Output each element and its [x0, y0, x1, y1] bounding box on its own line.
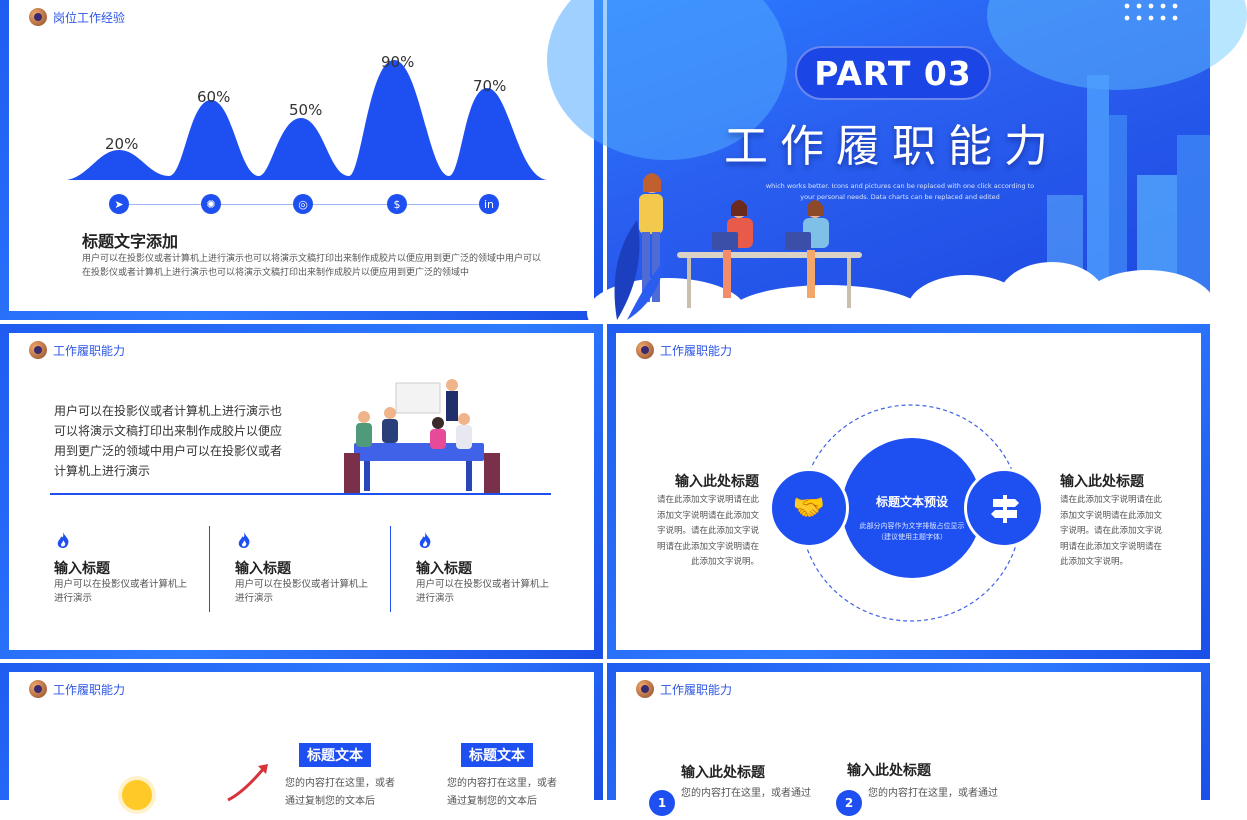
- dollar-icon: $: [387, 194, 407, 214]
- team-table-illustration: [344, 379, 500, 493]
- slide-canvas: 工作履职能力 标题文本预设 此部分内容作为文字排版占位显示 （建议使用主题字体）…: [616, 333, 1201, 650]
- tag-label: 标题文本: [299, 743, 371, 767]
- logo-icon: [29, 341, 47, 359]
- section-body: 用户可以在投影仪或者计算机上进行演示也可以将演示文稿打印出来制作成胶片以便应用到…: [82, 254, 542, 278]
- header-title: 岗位工作经验: [53, 10, 126, 25]
- slide-main-title: 工作履职能力: [724, 121, 1060, 172]
- compass-icon: ➤: [109, 194, 129, 214]
- header-title: 工作履职能力: [660, 343, 733, 358]
- item-text: 用户可以在投影仪或者计算机上进行演示: [54, 579, 188, 604]
- slide-ability-circle[interactable]: 工作履职能力 标题文本预设 此部分内容作为文字排版占位显示 （建议使用主题字体）…: [607, 324, 1210, 659]
- team-meeting-illustration: [639, 173, 862, 308]
- slide-title-part03[interactable]: PART 03 工作履职能力 which works better. Icons…: [547, 0, 1247, 350]
- tag-label: 标题文本: [461, 743, 533, 767]
- section-heading: 标题文字添加: [82, 232, 179, 251]
- center-circle: [842, 438, 982, 578]
- slide-ability-tags[interactable]: 工作履职能力 标题文本 标题文本 您的内容打在这里，或者通过复制您的文本后 您的…: [0, 663, 603, 820]
- step-number-badge: 1: [649, 790, 675, 816]
- item-title: 输入标题: [235, 561, 291, 577]
- city-buildings: [1047, 75, 1210, 305]
- signpost-icon: [991, 495, 1019, 523]
- logo-icon: [29, 8, 47, 26]
- wave-chart: [67, 60, 547, 180]
- tag-text: 您的内容打在这里，或者通过复制您的文本后: [285, 778, 395, 807]
- left-title: 输入此处标题: [675, 474, 759, 490]
- intro-paragraph: 用户可以在投影仪或者计算机上进行演示也可以将演示文稿打印出来制作成胶片以便应用到…: [54, 404, 283, 478]
- target-icon: ◎: [293, 194, 313, 214]
- plant-decor: [614, 220, 665, 320]
- percent-label: 50%: [289, 101, 323, 119]
- center-text: 此部分内容作为文字排版占位显示 （建议使用主题字体）: [859, 522, 965, 541]
- percent-label: 20%: [105, 135, 139, 153]
- part-number-badge: PART 03: [795, 46, 991, 100]
- handshake-icon: 🤝: [792, 493, 826, 523]
- slide-canvas: 岗位工作经验 20% 60% 50% 90% 70% ➤ ✺ ◎ $ in 标题…: [9, 0, 594, 311]
- right-text: 请在此添加文字说明请在此添加文字说明请在此添加文字说明。请在此添加文字说明请在此…: [1060, 495, 1163, 568]
- item-text: 用户可以在投影仪或者计算机上进行演示: [235, 579, 369, 604]
- step-title: 输入此处标题: [847, 763, 931, 779]
- tag-text: 您的内容打在这里，或者通过复制您的文本后: [447, 778, 557, 807]
- slide-header: 岗位工作经验: [29, 8, 125, 26]
- item-text: 用户可以在投影仪或者计算机上进行演示: [416, 579, 550, 604]
- slide-canvas: 工作履职能力 用户可以在投影仪或者计算机上进行演示也可以将演示文稿打印出来制作成…: [9, 333, 594, 650]
- divider-line: [50, 493, 551, 495]
- header-title: 工作履职能力: [53, 343, 126, 358]
- slide-experience[interactable]: 岗位工作经验 20% 60% 50% 90% 70% ➤ ✺ ◎ $ in 标题…: [0, 0, 603, 320]
- column-divider: [390, 526, 391, 612]
- step-title: 输入此处标题: [681, 765, 765, 781]
- lightbulb-icon: [122, 780, 152, 810]
- slide-subtitle: which works better. Icons and pictures c…: [765, 182, 1035, 201]
- header-title: 工作履职能力: [53, 682, 126, 697]
- slide-ability-overview[interactable]: 工作履职能力 用户可以在投影仪或者计算机上进行演示也可以将演示文稿打印出来制作成…: [0, 324, 603, 659]
- slide-ability-steps[interactable]: 工作履职能力 输入此处标题 您的内容打在这里，或者通过 输入此处标题 您的内容打…: [607, 663, 1210, 820]
- dots-decor: [1122, 0, 1192, 26]
- slide-header: 工作履职能力: [636, 341, 732, 359]
- flame-icon: [55, 531, 71, 553]
- flame-icon: [236, 531, 252, 553]
- slide-header: 工作履职能力: [636, 680, 732, 698]
- percent-label: 90%: [381, 53, 415, 71]
- step-text: 您的内容打在这里，或者通过: [868, 788, 998, 799]
- wave-area: [67, 60, 547, 180]
- step-number-badge: 2: [836, 790, 862, 816]
- slide-header: 工作履职能力: [29, 341, 125, 359]
- header-title: 工作履职能力: [660, 682, 733, 697]
- slide-canvas: 工作履职能力 标题文本 标题文本 您的内容打在这里，或者通过复制您的文本后 您的…: [9, 672, 594, 820]
- logo-icon: [636, 680, 654, 698]
- right-title: 输入此处标题: [1060, 474, 1144, 490]
- linkedin-icon: in: [479, 194, 499, 214]
- logo-icon: [636, 341, 654, 359]
- step-text: 您的内容打在这里，或者通过: [681, 788, 811, 799]
- percent-label: 60%: [197, 88, 231, 106]
- left-circle: [769, 468, 849, 548]
- percent-label: 70%: [473, 77, 507, 95]
- item-title: 输入标题: [416, 561, 472, 577]
- item-title: 输入标题: [54, 561, 110, 577]
- logo-icon: [29, 680, 47, 698]
- slide-header: 工作履职能力: [29, 680, 125, 698]
- left-text: 请在此添加文字说明请在此添加文字说明请在此添加文字说明。请在此添加文字说明请在此…: [656, 495, 759, 568]
- column-divider: [209, 526, 210, 612]
- growth-arrow-icon: [227, 764, 268, 802]
- slide-canvas: 工作履职能力 输入此处标题 您的内容打在这里，或者通过 输入此处标题 您的内容打…: [616, 672, 1201, 820]
- decor-blob: [547, 0, 787, 160]
- globe-icon: ✺: [201, 194, 221, 214]
- flame-icon: [417, 531, 433, 553]
- center-title: 标题文本预设: [875, 495, 948, 509]
